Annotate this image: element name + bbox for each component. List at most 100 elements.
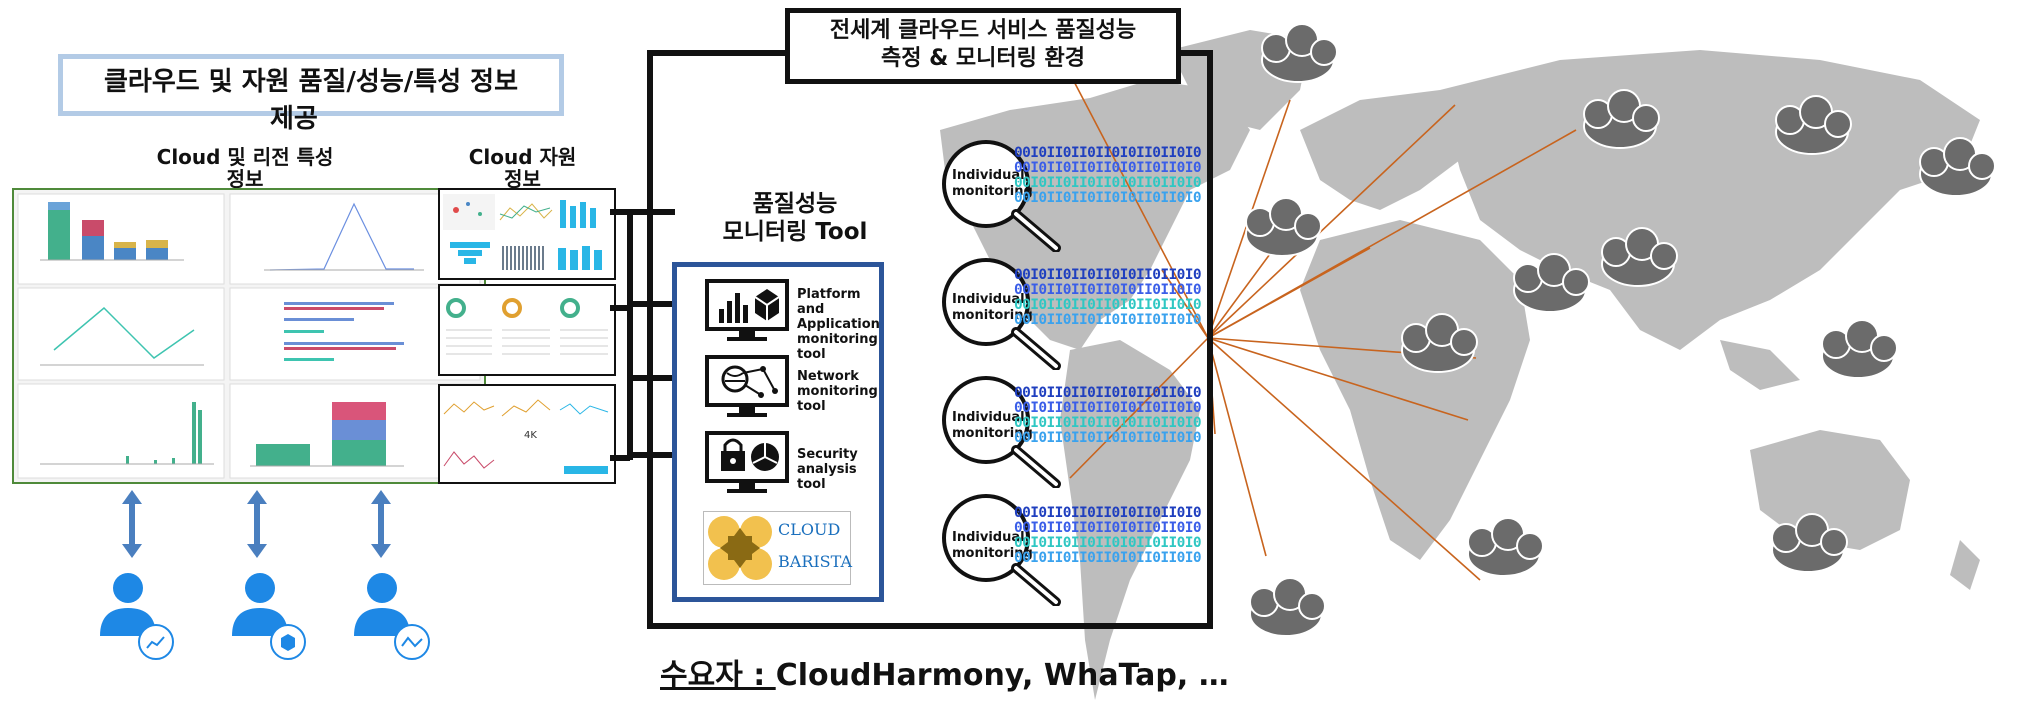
magnifier-icon [942, 494, 1061, 606]
world-map [940, 23, 1996, 700]
consumer-names: CloudHarmony, WhaTap, … [775, 658, 1229, 693]
dashboard-thumbnail [14, 190, 484, 482]
frame-top-left [647, 50, 787, 56]
binary-row: 00I0II0II0II0I0II0II0I0 [1014, 550, 1202, 566]
individual-monitoring-1: Individual monitoring 00I0II0II0II0I0II0… [938, 140, 1202, 252]
binary-row: 00I0II0II0II0I0II0II0I0 [1014, 505, 1202, 521]
chart-cube-monitor-icon [705, 279, 789, 341]
frame-top-right [1170, 50, 1207, 56]
binary-row: 00I0II0II0II0I0II0II0I0 [1014, 160, 1202, 176]
tool-line: Security [797, 447, 858, 462]
tool-line: monitoring [797, 384, 878, 399]
tool-label-network: Network monitoring tool [797, 369, 878, 414]
cloud-icon [1245, 197, 1322, 257]
magnifier-icon [942, 376, 1061, 488]
individual-monitoring-4: Individual monitoring 00I0II0II0II0I0II0… [938, 494, 1202, 606]
consumer-prefix: 수요자 : [660, 658, 776, 693]
binary-row: 00I0II0II0II0I0II0II0I0 [1014, 400, 1202, 416]
tool-line: tool [797, 347, 826, 362]
tool-label-platform: Platform and Application monitoring tool [797, 287, 880, 362]
binary-row: 00I0II0II0II0I0II0II0I0 [1014, 385, 1202, 401]
svg-text:4K: 4K [524, 430, 537, 441]
monitor-label-line1: Individual [952, 168, 1025, 183]
monitor-label: Individual monitoring [952, 530, 1033, 562]
resource-panel-2-graphic [446, 298, 608, 355]
binary-row: 00I0II0II0II0I0II0II0I0 [1014, 297, 1202, 313]
logo-barista-text: BARISTA [778, 552, 852, 571]
resource-panel-2 [438, 284, 616, 376]
tool-title-line2: 모니터링 Tool [722, 219, 868, 245]
resource-title-line1: Cloud 자원 [468, 145, 577, 169]
tool-line: analysis [797, 462, 857, 477]
network-monitor-icon [705, 355, 789, 417]
cloud-icon [1261, 23, 1338, 83]
tool-line: Network [797, 369, 859, 384]
banner-title: 클라우드 및 자원 품질/성능/특성 정보 [104, 67, 518, 97]
magnifier-icon [942, 140, 1061, 252]
tool-connectors [610, 209, 678, 461]
binary-stream: 00I0II0II0II0I0II0II0I0 00I0II0II0II0I0I… [1014, 267, 1202, 328]
binary-stream: 00I0II0II0II0I0II0II0I0 00I0II0II0II0I0I… [1014, 385, 1202, 446]
region-title-line1: Cloud 및 리전 특성 [156, 145, 334, 169]
resource-panel-3: 4K [438, 384, 616, 484]
magnifier-icon [942, 258, 1061, 370]
resource-panel-1-graphic [443, 194, 602, 270]
monitor-label-line1: Individual [952, 410, 1025, 425]
cloud-icon [1401, 313, 1478, 373]
tool-line: tool [797, 399, 826, 414]
resource-panel-3-graphic: 4K [443, 399, 609, 474]
tool-line: Application [797, 317, 880, 332]
monitoring-environment-frame [647, 50, 1213, 629]
region-info-title: Cloud 및 리전 특성 정보 [150, 146, 340, 190]
cloud-icon [1249, 577, 1326, 637]
binary-row: 00I0II0II0II0I0II0II0I0 [1014, 535, 1202, 551]
cloud-barista-logo: CLOUD BARISTA [703, 511, 852, 585]
binary-row: 00I0II0II0II0I0II0II0I0 [1014, 190, 1202, 206]
cloud-icon [1771, 513, 1848, 573]
cloud-icon [1821, 319, 1898, 379]
region-dashboard [12, 188, 486, 484]
individual-monitoring-2: Individual monitoring 00I0II0II0II0I0II0… [938, 258, 1202, 370]
logo-cloud-text: CLOUD [778, 520, 841, 539]
monitor-label-line2: monitoring [952, 426, 1033, 441]
lock-pie-monitor-icon [705, 431, 789, 493]
monitor-label: Individual monitoring [952, 168, 1033, 200]
cloud-icon [1467, 517, 1544, 577]
binary-row: 00I0II0II0II0I0II0II0I0 [1014, 267, 1202, 283]
binary-row: 00I0II0II0II0I0II0II0I0 [1014, 430, 1202, 446]
resource-title-line2: 정보 [504, 167, 541, 191]
environment-title: 전세계 클라우드 서비스 품질성능 측정 & 모니터링 환경 [785, 8, 1181, 84]
monitor-label-line2: monitoring [952, 184, 1033, 199]
binary-stream: 00I0II0II0II0I0II0II0I0 00I0II0II0II0I0I… [1014, 145, 1202, 206]
user-analytics-icon [100, 573, 174, 660]
monitoring-tool-title: 품질성능 모니터링 Tool [690, 190, 900, 246]
cloud-nodes [1245, 23, 1996, 637]
info-banner: 클라우드 및 자원 품질/성능/특성 정보 [58, 54, 564, 116]
tool-line: Platform and [797, 287, 861, 317]
binary-row: 00I0II0II0II0I0II0II0I0 [1014, 520, 1202, 536]
cloud-icon [1583, 89, 1660, 149]
user-group [100, 490, 430, 660]
user-resource-icon [232, 573, 306, 660]
tool-title-line1: 품질성능 [752, 191, 838, 217]
binary-row: 00I0II0II0II0I0II0II0I0 [1014, 175, 1202, 191]
tool-label-security: Security analysis tool [797, 447, 858, 492]
region-title-line2: 정보 [226, 167, 264, 191]
binary-stream: 00I0II0II0II0I0II0II0I0 00I0II0II0II0I0I… [1014, 505, 1202, 566]
tool-line: monitoring [797, 332, 878, 347]
monitoring-tool-box: Platform and Application monitoring tool… [672, 262, 884, 602]
individual-monitoring-3: Individual monitoring 00I0II0II0II0I0II0… [938, 376, 1202, 488]
resource-panel-1 [438, 188, 616, 280]
cloud-icon [1775, 95, 1852, 155]
resource-info-title: Cloud 자원 정보 [465, 146, 580, 190]
cloud-icon [1601, 227, 1678, 287]
binary-row: 00I0II0II0II0I0II0II0I0 [1014, 145, 1202, 161]
monitor-label-line1: Individual [952, 292, 1025, 307]
binary-row: 00I0II0II0II0I0II0II0I0 [1014, 312, 1202, 328]
monitor-label-line2: monitoring [952, 546, 1033, 561]
barista-emblem [708, 516, 772, 580]
monitor-label: Individual monitoring [952, 292, 1033, 324]
banner-title-line2: 제공 [270, 104, 318, 134]
environment-title-line2: 측정 & 모니터링 환경 [880, 46, 1086, 71]
monitor-label: Individual monitoring [952, 410, 1033, 442]
